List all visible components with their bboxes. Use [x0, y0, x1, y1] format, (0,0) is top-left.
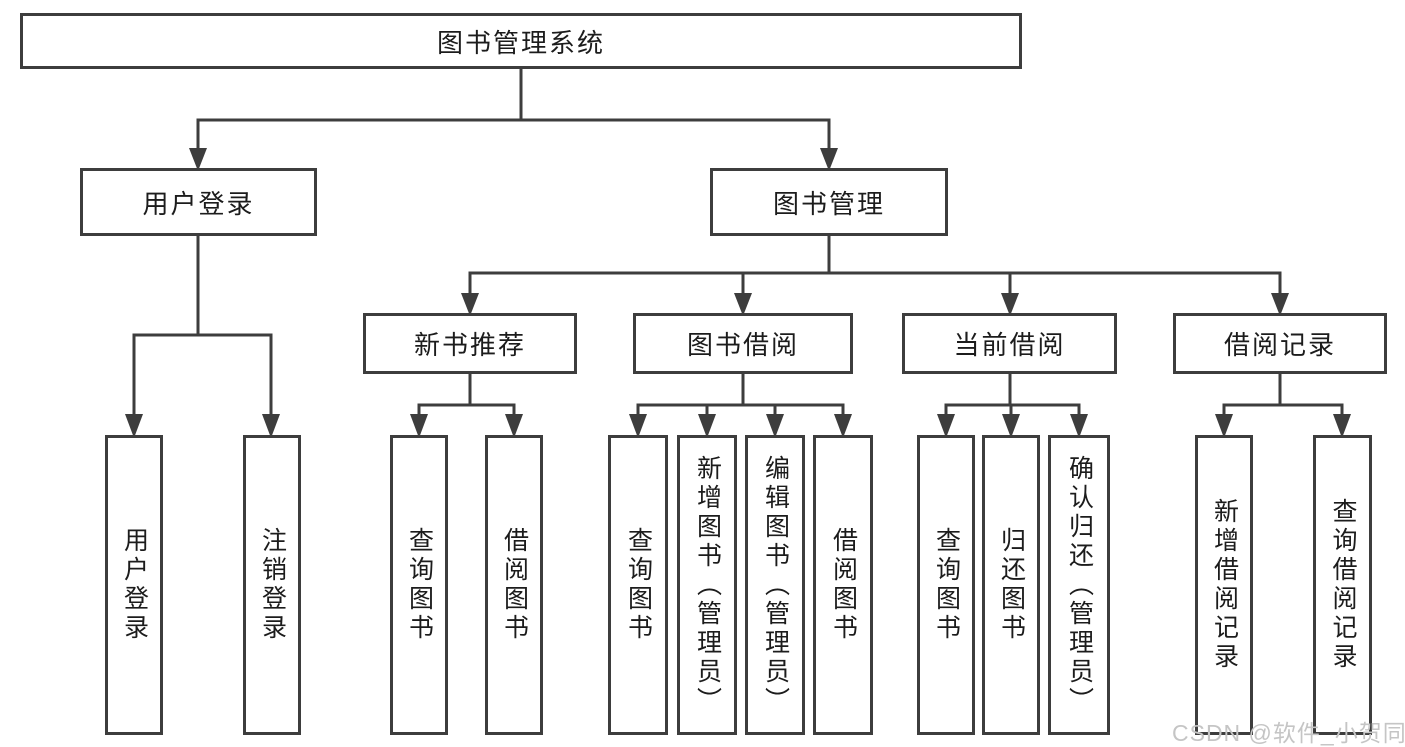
leaf-edit-books-admin: 编辑图书（管理员）	[745, 435, 805, 735]
node-new-book-recommend: 新书推荐	[363, 313, 577, 374]
leaf-confirm-return-admin: 确认归还（管理员）	[1048, 435, 1110, 735]
node-library-system: 图书管理系统	[20, 13, 1022, 69]
leaf-recommend-query-books: 查询图书	[390, 435, 448, 735]
leaf-recommend-borrow-books: 借阅图书	[485, 435, 543, 735]
leaf-user-login: 用户登录	[105, 435, 163, 735]
node-user-login: 用户登录	[80, 168, 317, 236]
arrowhead-group	[125, 148, 1351, 438]
leaf-add-borrow-record: 新增借阅记录	[1195, 435, 1253, 735]
leaf-current-query-books: 查询图书	[917, 435, 975, 735]
leaf-return-books: 归还图书	[982, 435, 1040, 735]
leaf-borrowing-borrow-books: 借阅图书	[813, 435, 873, 735]
csdn-watermark: CSDN @软件_小贺同学	[1172, 720, 1405, 746]
leaf-borrowing-query-books: 查询图书	[608, 435, 668, 735]
node-borrowing-records: 借阅记录	[1173, 313, 1387, 374]
node-current-borrowing: 当前借阅	[902, 313, 1117, 374]
node-book-borrowing: 图书借阅	[633, 313, 853, 374]
leaf-logout: 注销登录	[243, 435, 301, 735]
node-book-management: 图书管理	[710, 168, 948, 236]
leaf-add-books-admin: 新增图书（管理员）	[677, 435, 737, 735]
leaf-query-borrow-record: 查询借阅记录	[1313, 435, 1372, 735]
